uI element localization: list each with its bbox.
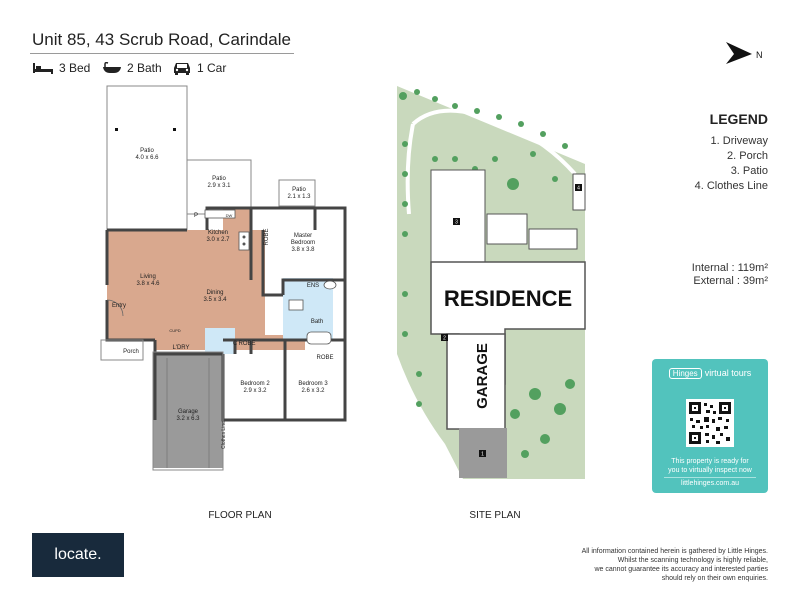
virtual-tour-text-line1: This property is ready for (671, 458, 749, 465)
dw-label: DW (226, 213, 233, 218)
virtual-tour-brand-right: virtual tours (704, 368, 752, 378)
ensuite-tile (283, 278, 301, 298)
robe-bedroom3-label: ROBE (316, 355, 333, 361)
room-living-name: Living (140, 274, 156, 280)
robe-master-label: ROBE (264, 228, 270, 245)
room-bedroom3-dims: 2.6 x 3.2 (301, 388, 325, 394)
robe-bedroom2-label: ROBE (238, 341, 255, 347)
room-dining-dims: 3.5 x 3.4 (203, 297, 227, 303)
internal-area: Internal : 119m² (691, 262, 768, 274)
room-master-dims: 3.8 x 3.8 (291, 247, 315, 253)
site-patio-small (528, 228, 578, 250)
locate-logo: locate. (32, 533, 124, 577)
wood-floor (107, 230, 305, 350)
bed-icon (33, 63, 53, 74)
floor-plan: Patio 4.0 x 6.6 Patio 2.9 x 3.1 Patio 2.… (100, 85, 347, 471)
property-address: Unit 85, 43 Scrub Road, Carindale (32, 30, 291, 49)
virtual-tour-divider (664, 477, 756, 478)
site-patio-side (486, 213, 528, 245)
external-area: External : 39m² (693, 275, 768, 287)
virtual-tour-brand: Hinges (668, 368, 702, 379)
feature-car: 1 Car (172, 61, 226, 75)
room-garage-dims: 3.2 x 6.3 (176, 416, 200, 422)
room-patio-bedroom-dims: 2.1 x 1.3 (287, 194, 311, 200)
site-marker-3: 3 (455, 220, 458, 226)
disclaimer-line4: should rely on their own enquiries. (661, 575, 768, 582)
room-patio-bedroom-name: Patio (292, 187, 306, 193)
site-clothes-line (572, 173, 586, 211)
bath-icon (103, 62, 121, 73)
room-patio-main-name: Patio (140, 148, 154, 154)
feature-car-label: 1 Car (197, 61, 227, 75)
room-laundry-name: L'DRY (172, 345, 189, 351)
disclaimer-line2: Whilst the scanning technology is highly… (617, 557, 768, 564)
north-compass: N (724, 40, 768, 71)
room-bedroom2-dims: 2.9 x 3.2 (243, 388, 267, 394)
patio-bedroom-outline (278, 179, 316, 207)
feature-bathrooms: 2 Bath (102, 61, 162, 75)
site-garage-label: GARAGE (474, 343, 491, 409)
floor-plan-label: FLOOR PLAN (208, 510, 272, 521)
site-patio-main (430, 169, 486, 265)
room-patio-kitchen-dims: 2.9 x 3.1 (207, 183, 231, 189)
room-master-line1: Master (294, 233, 312, 239)
room-bedroom2-name: Bedroom 2 (240, 381, 270, 387)
room-patio-main-dims: 4.0 x 6.6 (135, 155, 159, 161)
site-garage-building (446, 333, 506, 430)
legend-item-driveway: 1. Driveway (710, 135, 768, 147)
qr-code-icon[interactable] (686, 399, 734, 447)
room-kitchen-name: Kitchen (208, 230, 228, 236)
legend-item-patio: 3. Patio (730, 165, 768, 177)
room-porch-name: Porch (123, 349, 139, 355)
room-bath-name: Bath (311, 319, 323, 325)
virtual-tour-url[interactable]: littlehinges.com.au (681, 480, 739, 487)
site-marker-2: 2 (443, 336, 446, 342)
address-divider (30, 53, 294, 54)
room-master-line2: Bedroom (291, 240, 315, 246)
site-marker-4: 4 (577, 186, 580, 192)
north-label: N (756, 50, 763, 60)
legend-item-clothes-line: 4. Clothes Line (694, 180, 768, 192)
feature-bedrooms: 3 Bed (32, 61, 90, 75)
disclaimer-line1: All information contained herein is gath… (581, 548, 768, 555)
site-plan-label: SITE PLAN (469, 510, 521, 521)
room-dining-name: Dining (206, 290, 223, 296)
site-residence-label: RESIDENCE (444, 286, 572, 311)
room-patio-kitchen-name: Patio (212, 176, 226, 182)
garage-floor (153, 354, 223, 468)
feature-bedrooms-label: 3 Bed (59, 61, 91, 75)
cupd-label: CUPD (169, 328, 180, 333)
car-icon (174, 63, 190, 75)
room-entry-name: Entry (112, 303, 126, 309)
legend-item-porch: 2. Porch (727, 150, 768, 162)
disclaimer-line3: we cannot guarantee its accuracy and int… (594, 566, 768, 573)
site-plan: RESIDENCE GARAGE 1 2 3 4 (397, 86, 586, 479)
feature-bathrooms-label: 2 Bath (127, 61, 162, 75)
room-living-dims: 3.8 x 4.6 (136, 281, 160, 287)
pantry-label: P (194, 213, 198, 219)
room-kitchen-dims: 3.0 x 2.7 (206, 237, 230, 243)
room-ens-name: ENS (307, 283, 319, 289)
disclaimer: All information contained herein is gath… (546, 547, 768, 583)
porch-outline (100, 339, 144, 361)
north-arrow-icon: N (726, 42, 763, 64)
site-marker-1: 1 (481, 452, 484, 458)
legend-title: LEGEND (709, 111, 768, 127)
virtual-tour-text: This property is ready for you to virtua… (652, 457, 768, 475)
clothes-line-label: Clothes Line (221, 421, 227, 449)
virtual-tour-text-line2: you to virtually inspect now (668, 467, 752, 474)
cupboard-label: C (233, 341, 238, 347)
room-garage-name: Garage (178, 409, 199, 415)
room-bedroom3-name: Bedroom 3 (298, 381, 328, 387)
